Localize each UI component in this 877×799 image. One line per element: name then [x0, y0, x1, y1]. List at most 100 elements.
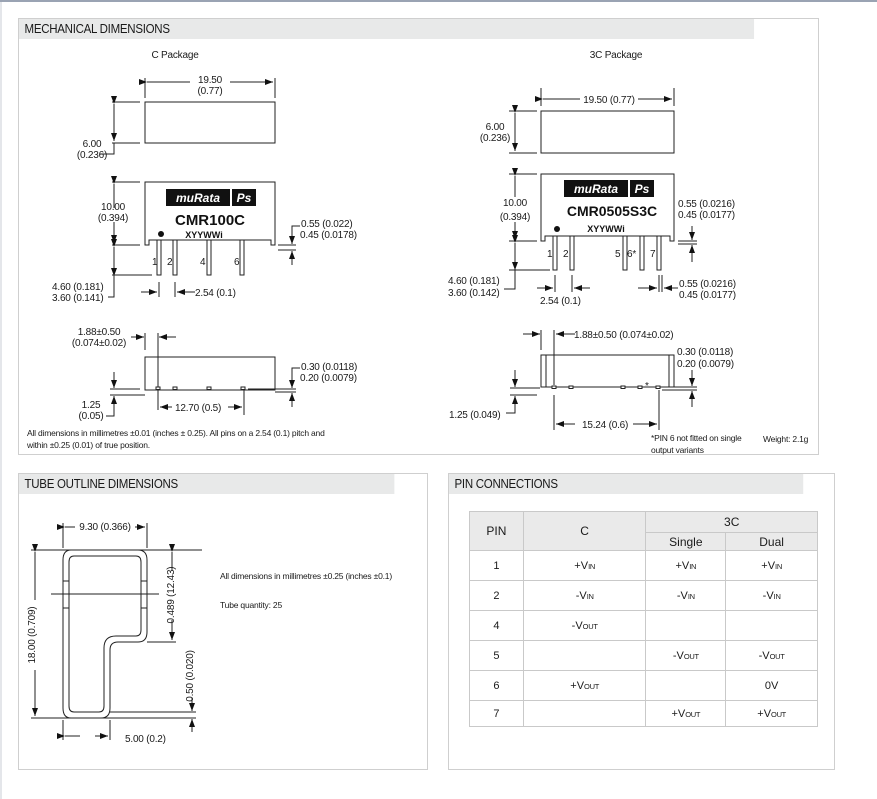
c-murata-logo: muRata Ps	[166, 189, 256, 206]
svg-text:0.45 (0.0177): 0.45 (0.0177)	[679, 290, 736, 301]
svg-text:(0.236): (0.236)	[480, 133, 510, 144]
pin-number: 4	[469, 610, 524, 641]
c-function: -VOUT	[522, 610, 647, 641]
svg-text:(0.394): (0.394)	[500, 212, 530, 223]
dual-function: +VOUT	[725, 700, 818, 727]
c3-murata-logo: muRata Ps	[564, 180, 654, 197]
tube-inner-profile	[68, 555, 142, 713]
svg-text:(0.05): (0.05)	[79, 411, 104, 422]
table-row: 2-VIN-VIN-VIN	[469, 580, 818, 611]
svg-text:6*: 6*	[627, 249, 636, 260]
svg-text:0.489 (12.43): 0.489 (12.43)	[166, 567, 177, 624]
weight-label: Weight: 2.1g	[763, 434, 809, 444]
svg-text:Ps: Ps	[635, 182, 650, 196]
c-side-view-body	[144, 356, 276, 391]
svg-text:(0.236): (0.236)	[77, 150, 107, 161]
c3-front-view-body	[540, 173, 675, 242]
svg-text:1: 1	[152, 257, 158, 268]
table-row: 7 +VOUT+VOUT	[469, 700, 818, 727]
svg-text:XYYWWi: XYYWWi	[587, 224, 624, 234]
pin-number: 6	[469, 670, 524, 701]
table-row: 4-VOUT	[469, 610, 818, 641]
c3-package-label: 3C Package	[590, 50, 643, 61]
dual-function: -VIN	[725, 580, 818, 611]
header-dual: Dual	[725, 532, 818, 551]
dual-function: 0V	[725, 670, 818, 701]
svg-text:1.88±0.50: 1.88±0.50	[78, 327, 121, 338]
tube-outer-profile	[62, 549, 148, 719]
svg-text:(0.394): (0.394)	[98, 213, 128, 224]
svg-text:0.30 (0.0118): 0.30 (0.0118)	[301, 362, 357, 373]
svg-text:2: 2	[167, 257, 173, 268]
pin-number: 2	[469, 580, 524, 611]
svg-text:0.50 (0.020): 0.50 (0.020)	[185, 650, 196, 702]
dual-function	[725, 610, 818, 641]
c-front-view-body	[144, 181, 276, 246]
c-function: +VIN	[522, 550, 647, 581]
svg-text:2.54 (0.1): 2.54 (0.1)	[540, 296, 581, 307]
single-function: -VIN	[645, 580, 727, 611]
c3-part-number: CMR0505S3C	[567, 203, 657, 219]
pin-number: 1	[469, 550, 524, 581]
svg-text:0.20 (0.0079): 0.20 (0.0079)	[300, 373, 357, 384]
c-package-label: C Package	[151, 50, 199, 61]
svg-text:(0.77): (0.77)	[198, 86, 223, 97]
svg-text:6: 6	[234, 257, 240, 268]
svg-text:1.25: 1.25	[82, 400, 101, 411]
tube-note: All dimensions in millimetres ±0.25 (inc…	[220, 571, 392, 581]
single-function: -VOUT	[645, 640, 727, 671]
panel-title: MECHANICAL DIMENSIONS	[19, 19, 755, 39]
svg-text:muRata: muRata	[574, 182, 618, 196]
svg-text:0.45 (0.0177): 0.45 (0.0177)	[678, 210, 735, 221]
c3-side-view-body	[540, 354, 675, 388]
pin6-footnote: *PIN 6 not fitted on single output varia…	[651, 433, 742, 455]
window-top-border	[0, 0, 877, 2]
header-3c: 3C	[645, 511, 818, 533]
header-c: C	[522, 511, 647, 551]
svg-text:12.70 (0.5): 12.70 (0.5)	[175, 403, 221, 414]
svg-text:0.30 (0.0118): 0.30 (0.0118)	[677, 347, 733, 358]
svg-text:19.50 (0.77): 19.50 (0.77)	[583, 95, 635, 106]
svg-text:*: *	[645, 381, 649, 392]
svg-text:2: 2	[563, 249, 569, 260]
svg-text:19.50: 19.50	[198, 75, 223, 86]
panel-title: PIN CONNECTIONS	[449, 474, 804, 494]
svg-text:1: 1	[547, 249, 553, 260]
svg-text:muRata: muRata	[176, 191, 220, 205]
pin-number: 7	[469, 700, 524, 727]
svg-text:Ps: Ps	[237, 191, 252, 205]
svg-text:10.00: 10.00	[101, 202, 126, 213]
svg-text:0.45 (0.0178): 0.45 (0.0178)	[300, 230, 357, 241]
svg-text:3.60 (0.142): 3.60 (0.142)	[448, 288, 500, 299]
c-function	[522, 640, 647, 671]
single-function: +VOUT	[645, 700, 727, 727]
pin-number: 5	[469, 640, 524, 671]
svg-text:6.00: 6.00	[83, 139, 102, 150]
svg-text:5.00 (0.2): 5.00 (0.2)	[125, 734, 166, 745]
header-pin: PIN	[469, 511, 524, 551]
left-scroll-edge	[0, 2, 2, 799]
single-function	[645, 670, 727, 701]
svg-text:1.25 (0.049): 1.25 (0.049)	[449, 410, 501, 421]
svg-text:3.60 (0.141): 3.60 (0.141)	[52, 293, 104, 304]
c-function: +VOUT	[522, 670, 647, 701]
tube-drawing: 9.30 (0.366) 18.00 (0.709) 0.489 (12.43)…	[27, 522, 202, 745]
tube-outline-panel: TUBE OUTLINE DIMENSIONS	[18, 473, 428, 770]
svg-text:18.00 (0.709): 18.00 (0.709)	[27, 607, 38, 664]
dual-function: -VOUT	[725, 640, 818, 671]
svg-text:(0.074±0.02): (0.074±0.02)	[72, 338, 126, 349]
mechanical-drawing: muRata Ps muRata Ps C Package 19.50 (0.7…	[52, 50, 736, 431]
header-single: Single	[645, 532, 727, 551]
svg-text:0.20 (0.0079): 0.20 (0.0079)	[677, 359, 734, 370]
svg-text:7: 7	[650, 249, 656, 260]
table-row: 5 -VOUT-VOUT	[469, 640, 818, 671]
c-function	[522, 700, 647, 727]
panel-title: TUBE OUTLINE DIMENSIONS	[19, 474, 395, 494]
svg-text:9.30 (0.366): 9.30 (0.366)	[79, 522, 131, 533]
svg-text:6.00: 6.00	[486, 122, 505, 133]
svg-text:4.60 (0.181): 4.60 (0.181)	[52, 282, 104, 293]
svg-text:5: 5	[615, 249, 621, 260]
svg-text:10.00: 10.00	[503, 198, 528, 209]
table-row: 6+VOUT 0V	[469, 670, 818, 701]
c-package-note: All dimensions in millimetres ±0.01 (inc…	[27, 428, 325, 450]
